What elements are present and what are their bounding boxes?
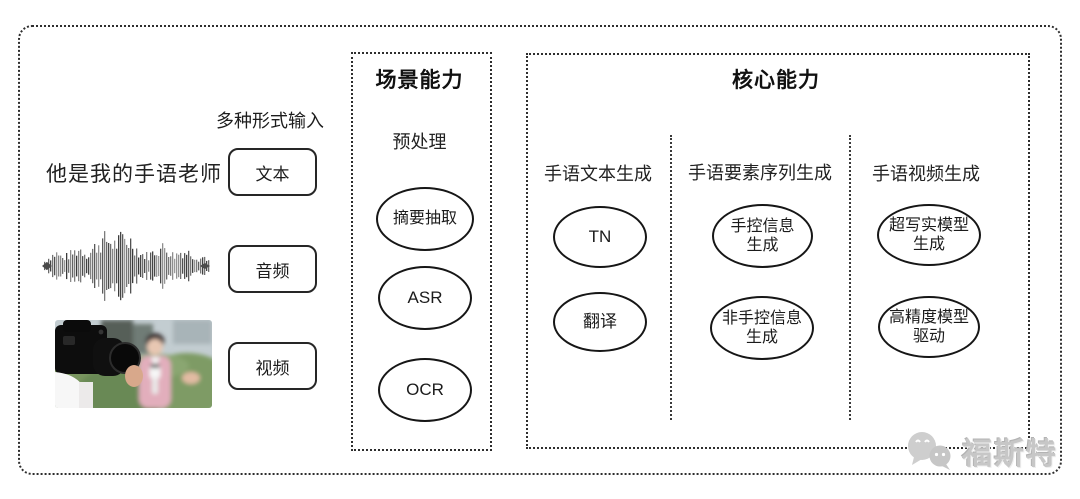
node-label: 翻译: [583, 311, 617, 331]
node-high-precision-model-driving: 高精度模型 驱动: [878, 296, 980, 358]
node-ocr: OCR: [378, 358, 472, 422]
node-summary-extraction: 摘要抽取: [376, 187, 474, 251]
audio-waveform-icon: [42, 231, 210, 301]
audio-tag-label: 音频: [255, 261, 290, 281]
preprocess-label: 预处理: [392, 132, 447, 152]
audio-tag-box: 音频: [228, 245, 317, 293]
camera-silhouette: [55, 320, 143, 408]
scene-box-title: 场景能力: [375, 69, 464, 92]
text-tag-label: 文本: [255, 164, 290, 184]
video-tag-label: 视频: [255, 358, 290, 378]
input-text-sample: 他是我的手语老师: [46, 163, 222, 186]
core-box-title: 核心能力: [732, 69, 820, 92]
node-label: OCR: [406, 379, 444, 399]
node-label: 高精度模型: [888, 308, 969, 326]
node-asr: ASR: [378, 266, 472, 330]
reporter-hand: [182, 372, 200, 384]
node-translation: 翻译: [553, 292, 647, 352]
node-label: 生成: [746, 237, 779, 254]
column-header-sign-element-sequence-generation: 手语要素序列生成: [688, 163, 832, 183]
node-label: ASR: [407, 287, 443, 307]
column-header-sign-video-generation: 手语视频生成: [872, 164, 980, 184]
node-label: 非手控信息: [721, 309, 802, 327]
node-manual-info-generation: 手控信息 生成: [712, 204, 813, 268]
scene-capability-box: [351, 52, 492, 451]
node-label: TN: [588, 226, 612, 246]
reporter-face: [147, 339, 163, 355]
outer-dotted-frame: [18, 25, 1062, 475]
watermark: 福斯特: [902, 428, 1058, 474]
node-tn: TN: [553, 206, 647, 268]
watermark-text: 福斯特: [962, 438, 1058, 471]
microphone: [149, 366, 161, 378]
node-label: 生成: [912, 236, 945, 253]
node-non-manual-info-generation: 非手控信息 生成: [710, 296, 814, 360]
cameraman-shirt: [55, 372, 83, 408]
column-header-sign-text-generation: 手语文本生成: [544, 164, 652, 184]
column-divider-1: [670, 135, 672, 420]
video-tag-box: 视频: [228, 342, 317, 390]
node-hyperrealistic-model-generation: 超写实模型 生成: [877, 204, 981, 266]
input-section-label: 多种形式输入: [216, 111, 324, 131]
node-label: 手控信息: [730, 217, 795, 235]
node-label: 摘要抽取: [392, 210, 457, 228]
text-tag-box: 文本: [228, 148, 317, 196]
column-divider-2: [849, 135, 851, 420]
video-thumbnail-image: [55, 320, 212, 408]
core-capability-box: [526, 53, 1030, 449]
node-label: 生成: [745, 329, 778, 346]
node-label: 超写实模型: [888, 216, 969, 234]
cameraman-hand: [125, 365, 143, 387]
node-label: 驱动: [912, 328, 945, 345]
wechat-logo-icon: [908, 432, 951, 470]
